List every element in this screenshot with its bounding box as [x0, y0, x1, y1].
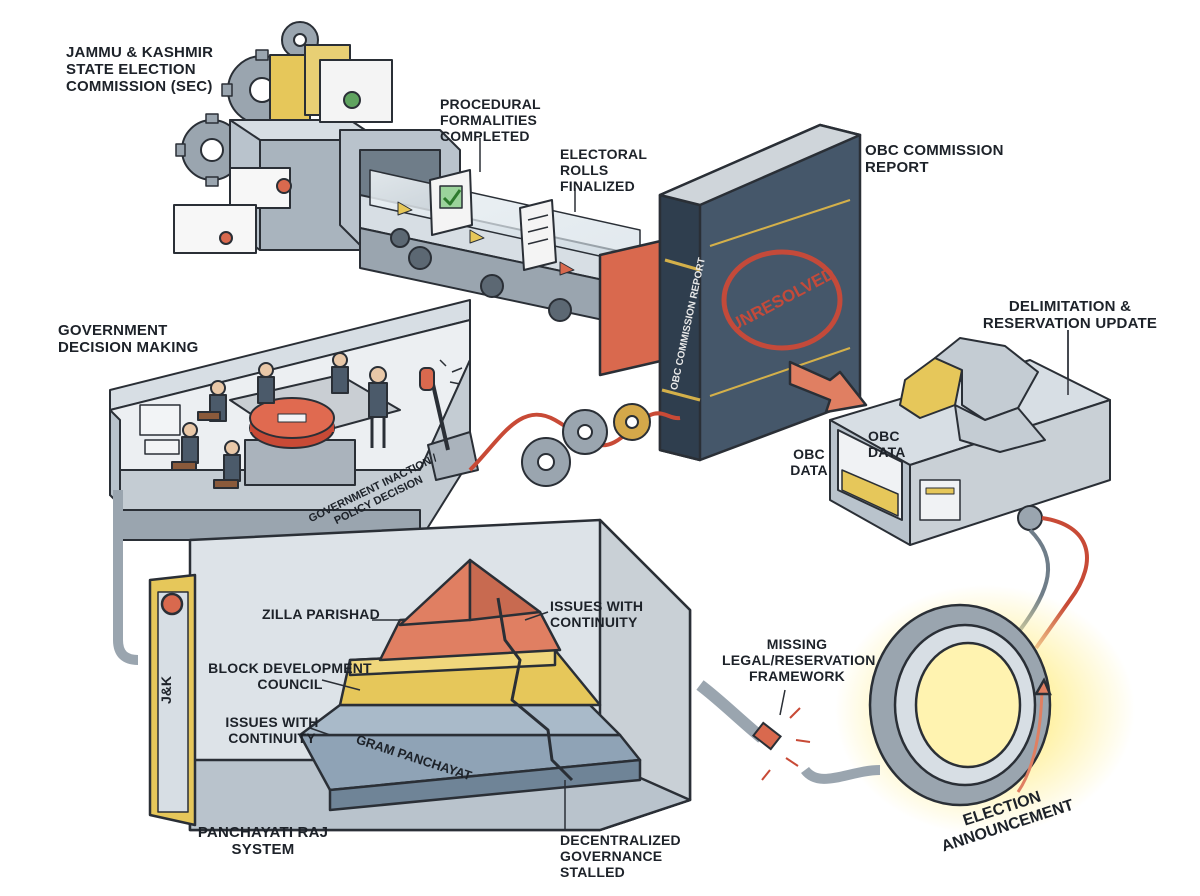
decentralized-governance-label: DECENTRALIZED GOVERNANCE STALLED — [560, 832, 681, 880]
sec-label: JAMMU & KASHMIR STATE ELECTION COMMISSIO… — [66, 44, 214, 95]
procedural-label: PROCEDURAL FORMALITIES COMPLETED — [440, 96, 541, 144]
government-decision-label: GOVERNMENT DECISION MAKING — [58, 322, 199, 356]
delimitation-device — [829, 337, 1111, 650]
election-ring — [801, 603, 1052, 807]
check-document-icon — [429, 169, 473, 236]
conveyor-belt — [359, 169, 651, 331]
block-development-label: BLOCK DEVELOPMENT COUNCIL — [208, 660, 372, 692]
jk-label: J&K — [158, 676, 174, 705]
delimitation-label: DELIMITATION & RESERVATION UPDATE — [982, 298, 1158, 332]
missing-framework-label: MISSING LEGAL/RESERVATION FRAMEWORK — [722, 636, 876, 684]
panchayati-raj-label: PANCHAYATI RAJ SYSTEM — [197, 824, 329, 858]
broken-connector — [696, 680, 811, 781]
obc-data-screen-label: OBC DATA — [868, 428, 906, 460]
list-document-icon — [519, 199, 557, 271]
issues-continuity-left-label: ISSUES WITH CONTINUITY — [225, 714, 319, 746]
linkage-gears — [468, 403, 681, 487]
issues-continuity-top-label: ISSUES WITH CONTINUITY — [550, 598, 644, 630]
obc-data-arrow-label: OBC DATA — [790, 446, 828, 478]
obc-book — [598, 123, 868, 462]
obc-commission-label: OBC COMMISSION REPORT — [865, 142, 1004, 176]
electoral-rolls-label: ELECTORAL ROLLS FINALIZED — [560, 146, 648, 194]
panchayati-box — [148, 518, 692, 832]
zilla-parishad-label: ZILLA PARISHAD — [262, 606, 380, 622]
government-platform — [109, 299, 479, 665]
